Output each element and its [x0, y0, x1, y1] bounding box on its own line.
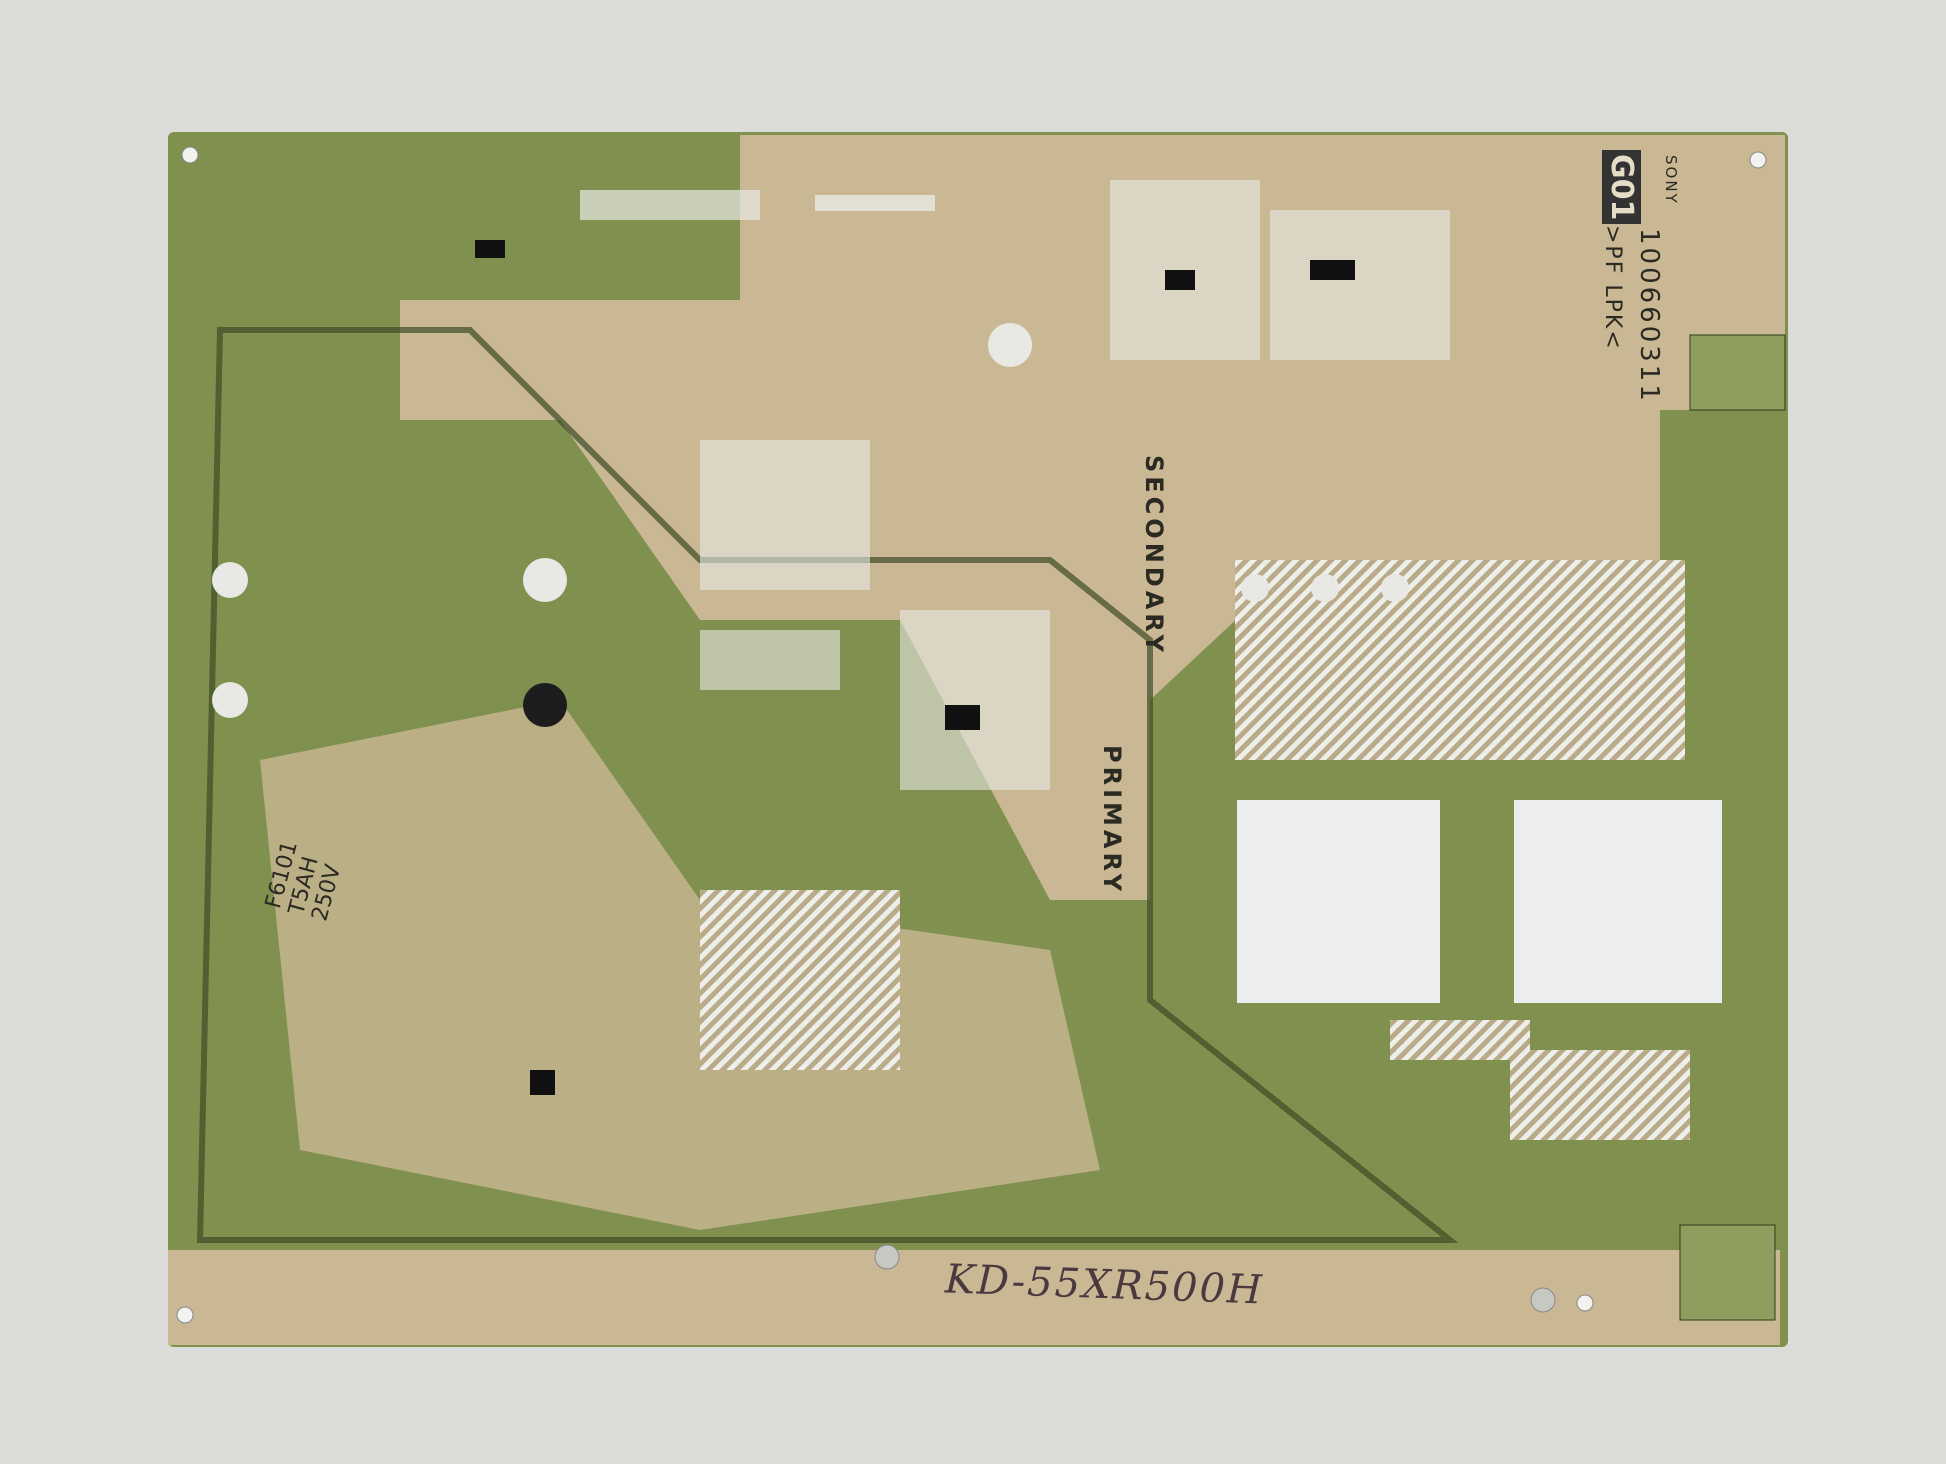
solder-joints — [212, 180, 1450, 790]
part-number: 100660311 — [1634, 228, 1664, 404]
primary-copper-area — [260, 700, 1100, 1230]
mounting-holes — [176, 146, 1767, 1324]
connector-pad — [1689, 334, 1786, 411]
hatched-copper-1 — [1235, 560, 1685, 760]
board-code: G01 — [1602, 150, 1641, 225]
secondary-label: SECONDARY — [1140, 455, 1168, 656]
primary-label: PRIMARY — [1098, 745, 1126, 896]
material-mark: >PF LPK< — [1600, 225, 1625, 351]
ic-chips — [475, 240, 1355, 1095]
hatched-copper-4 — [1390, 1020, 1530, 1060]
bottom-copper-strip — [168, 1250, 1780, 1345]
thermal-pad-right — [1514, 800, 1722, 1003]
connector-pad-bottom — [1679, 1224, 1776, 1321]
thermal-pad-left — [1237, 800, 1440, 1003]
hatched-copper-2 — [700, 890, 900, 1070]
brand-label: SONY — [1662, 155, 1680, 205]
hatched-copper-3 — [1510, 1050, 1690, 1140]
isolation-trace — [196, 327, 1459, 1243]
capacitor-top — [523, 683, 567, 727]
